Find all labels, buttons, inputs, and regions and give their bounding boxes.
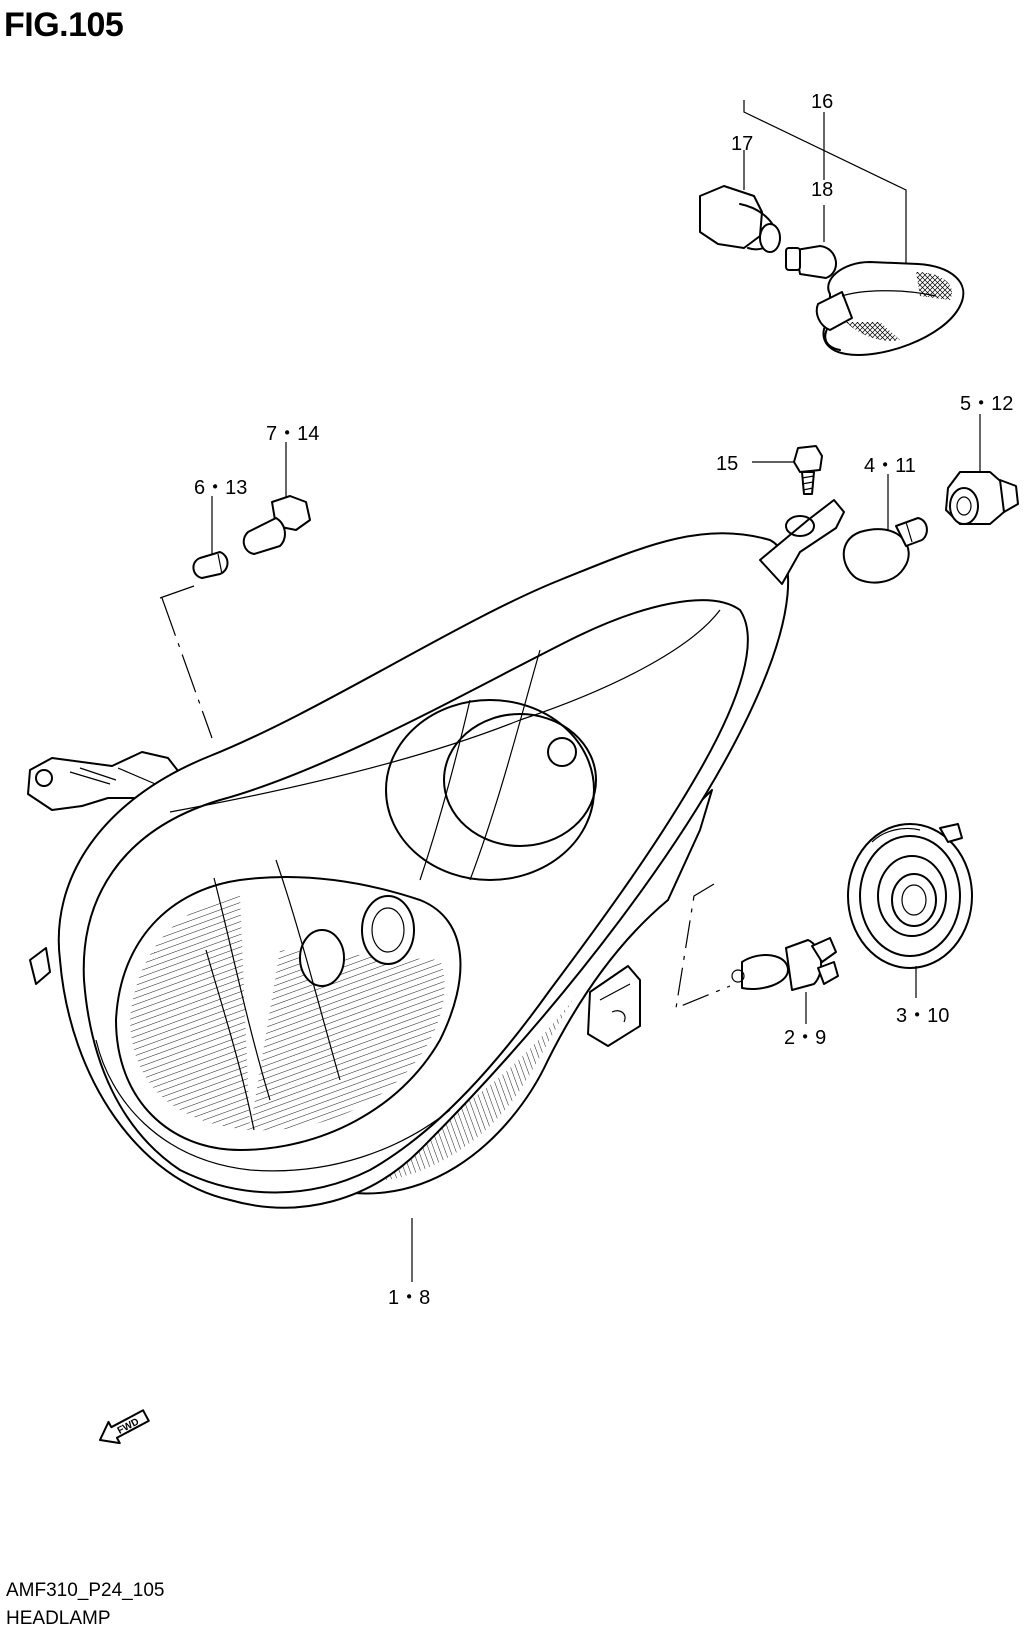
callout-17: 17 [731,133,753,155]
callout-6-13: 6・13 [194,477,247,499]
side-marker-lamp-group [699,100,965,356]
callout-7-14: 7・14 [266,423,319,445]
side-marker-lens-16 [815,261,965,356]
callout-1-8: 1・8 [388,1287,430,1309]
position-lamp-bulb-6-13 [192,496,229,579]
fwd-direction-arrow: FWD [99,1409,150,1445]
screw-15 [752,445,823,495]
fwd-label: FWD [116,1416,141,1436]
turn-signal-socket-5-12 [945,414,1019,525]
figure-code: AMF310_P24_105 [6,1580,165,1601]
callout-5-12: 5・12 [960,393,1013,415]
position-lamp-socket-7-14 [242,442,311,555]
callout-2-9: 2・9 [784,1027,826,1049]
figure-name: HEADLAMP [6,1608,111,1629]
callout-15: 15 [716,453,738,475]
callout-4-11: 4・11 [864,455,916,477]
bulb-cover-3-10 [847,823,973,969]
bulb-socket-17 [699,185,781,253]
bulb-18 [785,245,837,279]
callout-16: 16 [811,91,833,113]
headlamp-bulb-2-9 [731,937,839,991]
headlamp-housing-1-8 [27,499,845,1209]
callout-3-10: 3・10 [896,1005,949,1027]
callout-18: 18 [811,179,833,201]
turn-signal-bulb-4-11 [842,474,928,584]
figure-title: FIG.105 [4,6,124,44]
